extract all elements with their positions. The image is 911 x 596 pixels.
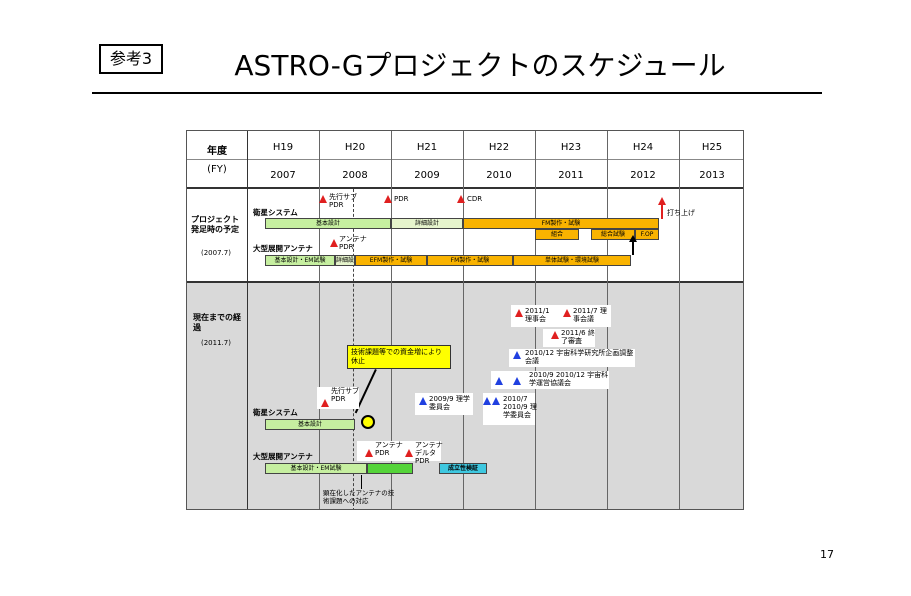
delivery-arrow-shaft [632,241,634,255]
era-h20: H20 [344,142,366,153]
plan-antenna-basic-bar: 基本設計・EM試験 [265,255,335,266]
launch-arrow-icon [658,197,666,205]
suspension-callout: 技術課題等での資金増により休止 [347,345,451,369]
era-h21: H21 [416,142,438,153]
board-2011-1-marker [515,309,523,317]
current-basic-design-bar: 基本設計 [265,419,355,430]
current-section-date: (2011.7) [201,339,231,347]
label-backdrop [357,441,441,461]
schedule-chart: 年度 (FY) H19 H20 H21 H22 H23 H24 H25 2007… [186,130,744,510]
pre-pdr-marker [319,195,327,203]
current-antenna-basic-bar: 基本設計・EM試験 [265,463,367,474]
era-h25: H25 [701,142,723,153]
cdr-marker [457,195,465,203]
year-2010: 2010 [486,170,512,181]
current-pre-pdr-marker [321,399,329,407]
year-2012: 2012 [630,170,656,181]
plan-satellite-label: 衛星システム [253,208,298,217]
rc-2010-label: 2010/7 2010/9 理学委員会 [503,395,537,419]
current-antenna-pdr-marker [365,449,373,457]
antenna-pdr-marker [330,239,338,247]
year-2008: 2008 [342,170,368,181]
plan-system-test-bar: 総合試験 [591,229,635,240]
year-2009: 2009 [414,170,440,181]
delta-pdr-marker [405,449,413,457]
plan-unit-test-bar: 単体試験・環境試験 [513,255,631,266]
page-number: 17 [820,548,834,561]
plan-integration-bar: 組合 [535,229,579,240]
pdr-label: PDR [394,195,409,203]
isas-2010-12-label: 2010/12 宇宙科学研究所企画調整会議 [525,349,634,365]
label-backdrop [511,305,611,327]
year-2007: 2007 [270,170,296,181]
delta-pdr-label: アンテナデルタPDR [415,441,443,465]
current-antenna-pdr-label: アンテナPDR [375,441,403,457]
antenna-issue-bar [367,463,413,474]
page-title: ASTRO-Gプロジェクトのスケジュール [234,49,726,82]
review-2011-6-marker [551,331,559,339]
plan-basic-design-bar: 基本設計 [265,218,391,229]
header-bottom-rule [187,187,743,189]
label-backdrop [415,393,473,415]
board-2011-7-marker [563,309,571,317]
plan-antenna-detail-bar: 詳細設計 [335,255,355,266]
era-h19: H19 [272,142,294,153]
current-label-background [187,283,247,509]
fy-label: (FY) [207,164,227,175]
isas-2010-marker [513,377,521,385]
plan-antenna-fm-bar: FM製作・試験 [427,255,513,266]
note-pointer [361,475,362,489]
isas-2010-label: 2010/9 2010/12 宇宙科学運営協議会 [529,371,609,387]
year-divider [679,283,680,509]
year-divider [391,283,392,509]
rc-2009-label: 2009/9 理学委員会 [429,395,470,411]
rc-2010-marker [483,397,491,405]
rc-2009-marker [419,397,427,405]
plan-efm-bar: EFM製作・試験 [355,255,427,266]
year-2013: 2013 [699,170,725,181]
year-divider [535,283,536,509]
plan-fm-build-bar: FM製作・試験 [463,218,659,229]
isas-2010-12-marker [513,351,521,359]
board-2011-7-label: 2011/7 理事会議 [573,307,607,323]
current-section-label: 現在までの経過 [193,313,241,332]
year-divider [607,283,608,509]
suspension-star-icon [361,415,375,429]
antenna-issue-note: 顕在化したアンテナの技術課題への対応 [323,489,395,505]
current-antenna-label: 大型展開アンテナ [253,452,313,461]
plan-section-date: (2007.7) [201,249,231,257]
isas-2010-marker [495,377,503,385]
launch-label: 打ち上げ [667,209,695,217]
rc-2010-marker [492,397,500,405]
delivery-arrow-icon [629,235,637,242]
plan-fop-bar: F.OP [635,229,659,240]
plan-detail-design-bar: 詳細設計 [391,218,463,229]
label-backdrop [509,349,635,367]
year-2011: 2011 [558,170,584,181]
pdr-marker [384,195,392,203]
plan-section-label: プロジェクト発足時の予定 [191,215,239,234]
era-h23: H23 [560,142,582,153]
label-backdrop [483,393,535,425]
plan-antenna-label: 大型展開アンテナ [253,244,313,253]
antenna-pdr-label: アンテナPDR [339,235,367,251]
review-2011-6-label: 2011/6 終了審査 [561,329,595,345]
label-column-divider [247,283,248,509]
title-divider [92,92,822,94]
cdr-label: CDR [467,195,483,203]
launch-arrow-shaft [661,203,663,219]
year-label: 年度 [207,146,227,157]
feasibility-bar: 成立性検証 [439,463,487,474]
header-divider [187,159,743,160]
pre-pdr-label: 先行サブPDR [329,193,357,209]
section-divider [187,281,743,283]
current-pre-pdr-label: 先行サブPDR [331,387,359,403]
reference-label: 参考3 [99,44,163,74]
current-satellite-label: 衛星システム [253,408,298,417]
era-h24: H24 [632,142,654,153]
era-h22: H22 [488,142,510,153]
board-2011-1-label: 2011/1 理事会 [525,307,550,323]
